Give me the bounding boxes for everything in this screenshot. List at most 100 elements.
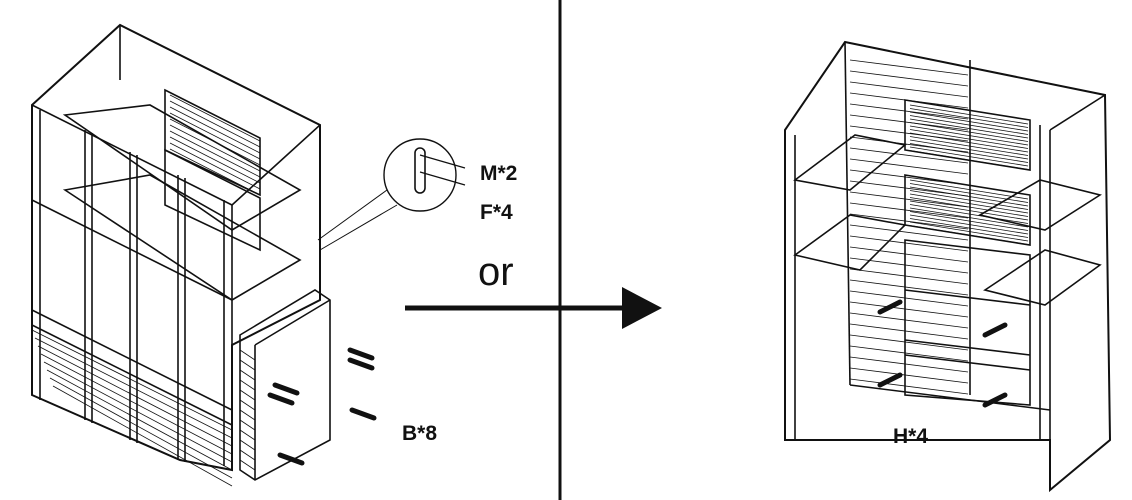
board-line [239,449,256,461]
board-line [849,213,969,230]
board-line [849,246,969,263]
board-line [239,369,256,381]
board-line [849,202,969,219]
hardware-label-f: F*4 [480,201,513,224]
bolt-icon [277,452,305,466]
board-line [849,356,969,373]
board-line [849,334,969,351]
bolt-icon [349,407,377,421]
board-line [909,200,1029,221]
board-line [40,353,233,455]
right-cabinet-illustration [784,40,1112,493]
board-line [49,377,233,479]
board-line [31,329,233,431]
board-line [849,70,969,87]
board-line [849,279,969,296]
board-line [239,419,256,431]
board-line [239,429,256,441]
board-line [909,139,1029,160]
board-line [52,385,233,487]
board-line [849,312,969,329]
board-line [909,190,1029,210]
hardware-label-b: B*8 [402,422,438,445]
board-line [849,323,969,340]
board-line [169,118,261,166]
board-line [909,214,1029,235]
board-line [169,100,261,148]
board-line [239,439,256,451]
board-line [239,349,256,361]
board-line [909,218,1029,238]
board-line [239,359,256,371]
board-line [909,186,1029,207]
board-line [909,197,1029,217]
board-line [849,345,969,362]
board-line [849,224,969,241]
board-line [909,211,1029,231]
bolt-icons [267,347,377,466]
board-line [909,143,1029,163]
board-line [849,290,969,307]
board-line [849,367,969,384]
board-line [169,136,261,184]
board-line [909,150,1029,170]
board-line [239,459,256,471]
board-line [849,158,969,175]
screw-icon [877,372,903,388]
board-line [169,124,261,172]
board-line [909,132,1029,153]
board-line [849,378,969,395]
right-cabinet-hatching [849,59,1029,395]
board-line [239,399,256,411]
board-line [909,193,1029,214]
board-line [909,129,1029,149]
board-line [909,108,1029,128]
board-line [169,148,261,196]
board-line [849,268,969,285]
board-line [849,114,969,131]
board-line [849,191,969,208]
board-line [909,122,1029,142]
board-line [849,301,969,318]
left-cabinet-hatching [31,94,261,487]
board-line [239,389,256,401]
board-line [169,94,261,142]
board-line [909,136,1029,156]
board-line [169,106,261,154]
board-line [909,146,1029,167]
board-line [909,111,1029,132]
hardware-label-m: M*2 [480,162,518,185]
board-line [37,345,233,447]
board-line [849,169,969,186]
board-line [909,104,1029,125]
board-line [849,235,969,252]
board-line [849,147,969,164]
screw-icon [877,299,903,315]
board-line [46,369,233,471]
bolt-icon [347,347,375,361]
left-cabinet-illustration [31,23,466,481]
bolt-icon [272,382,300,396]
board-line [169,142,261,190]
board-line [909,221,1029,242]
board-line [169,112,261,160]
or-separator-text: or [478,250,514,294]
screw-icons [877,299,1008,408]
board-line [849,92,969,109]
board-line [909,183,1029,203]
hardware-label-h: H*4 [893,425,929,448]
board-line [909,204,1029,224]
board-line [849,125,969,142]
board-line [239,409,256,421]
screw-icon [982,392,1008,408]
board-line [849,81,969,98]
board-line [909,225,1029,245]
bolt-icon [347,357,375,371]
board-line [909,179,1029,200]
board-line [169,130,261,178]
board-line [849,59,969,76]
board-line [849,257,969,274]
board-line [909,115,1029,135]
board-line [34,337,233,439]
